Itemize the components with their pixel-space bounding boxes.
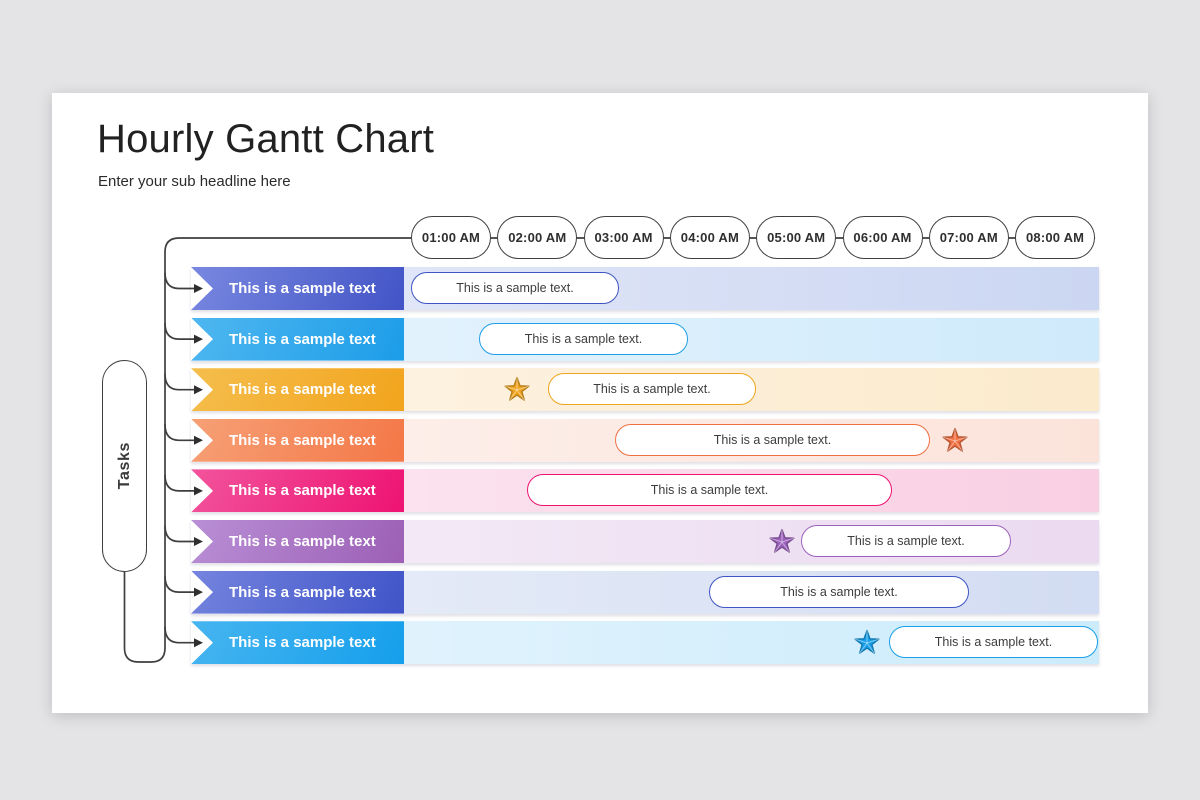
time-pill-1: 01:00 AM (411, 216, 491, 259)
tasks-axis-label: Tasks (102, 360, 147, 572)
task-bar: This is a sample text. (615, 423, 930, 456)
time-pill-2: 02:00 AM (497, 216, 578, 259)
gantt-row-7: This is a sample text This is a sample te… (191, 570, 1099, 614)
task-label-text: This is a sample text (229, 634, 376, 652)
task-bar: This is a sample text. (548, 373, 756, 406)
page-subtitle: Enter your sub headline here (98, 173, 291, 190)
connector-lines (123, 237, 1096, 663)
task-bar: This is a sample text. (527, 474, 892, 507)
task-bar: This is a sample text. (411, 272, 619, 304)
task-label-band: This is a sample text (191, 317, 404, 361)
task-label-band: This is a sample text (191, 570, 404, 614)
task-label-band: This is a sample text (191, 520, 404, 563)
milestone-star-icon (769, 528, 795, 553)
task-label-text: This is a sample text (229, 381, 376, 399)
time-pill-3: 03:00 AM (583, 216, 664, 259)
task-label-text: This is a sample text (229, 431, 376, 449)
time-pill-7: 07:00 AM (928, 216, 1009, 259)
slide-card: Hourly Gantt Chart Enter your sub headli… (52, 93, 1148, 713)
time-pill-8: 08:00 AM (1015, 216, 1096, 259)
milestone-star-icon (504, 377, 530, 401)
gantt-row-5: This is a sample text This is a sample te… (191, 469, 1099, 513)
task-label-band: This is a sample text (191, 418, 404, 462)
task-label-text: This is a sample text (229, 330, 376, 348)
task-bar: This is a sample text. (801, 525, 1011, 557)
task-bar: This is a sample text. (709, 575, 969, 608)
task-label-band: This is a sample text (191, 368, 404, 412)
task-label-band: This is a sample text (191, 267, 404, 310)
task-label-text: This is a sample text (229, 583, 376, 601)
task-label-text: This is a sample text (229, 533, 376, 550)
task-label-band: This is a sample text (191, 621, 404, 665)
gantt-row-1: This is a sample text This is a sample te… (191, 267, 1099, 310)
page-title: Hourly Gantt Chart (97, 117, 435, 161)
milestone-star-icon (942, 427, 968, 452)
gantt-row-2: This is a sample text This is a sample te… (191, 317, 1099, 361)
gantt-row-3: This is a sample text This is a sample te… (191, 368, 1099, 412)
time-pill-4: 04:00 AM (669, 216, 750, 259)
task-label-text: This is a sample text (229, 482, 376, 500)
milestone-star-icon (854, 630, 880, 654)
tasks-axis-text: Tasks (115, 442, 133, 490)
task-bar: This is a sample text. (479, 322, 688, 355)
task-bar: This is a sample text. (889, 626, 1098, 659)
gantt-row-8: This is a sample text This is a sample te… (191, 621, 1099, 665)
time-pill-6: 06:00 AM (842, 216, 923, 259)
task-label-band: This is a sample text (191, 469, 404, 513)
gantt-row-4: This is a sample text This is a sample te… (191, 418, 1099, 462)
time-pill-5: 05:00 AM (756, 216, 837, 259)
task-label-text: This is a sample text (229, 280, 376, 297)
gantt-row-6: This is a sample text This is a sample te… (191, 520, 1099, 563)
